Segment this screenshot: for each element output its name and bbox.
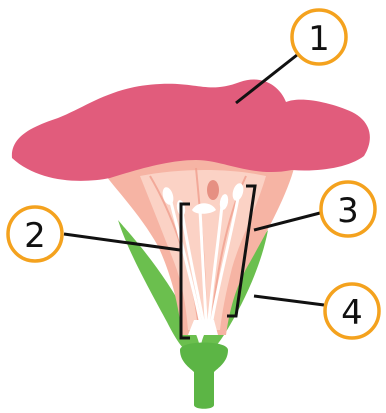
callout-1: 1	[292, 10, 346, 64]
leader-line-4	[254, 296, 324, 305]
callout-4-label: 4	[341, 293, 363, 333]
callout-2-label: 2	[24, 216, 46, 256]
stem	[180, 343, 228, 409]
callout-2: 2	[8, 207, 62, 261]
callout-3-label: 3	[337, 191, 359, 231]
callout-4: 4	[325, 284, 379, 338]
callout-3: 3	[321, 182, 375, 236]
ovary-mark	[207, 180, 219, 200]
callout-1-label: 1	[308, 19, 330, 59]
